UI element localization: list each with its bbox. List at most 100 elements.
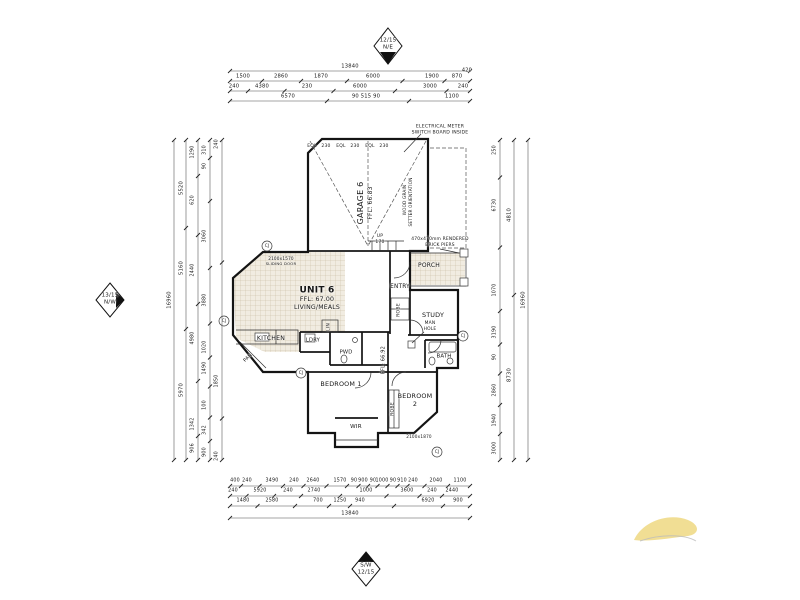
dimension-tick	[326, 503, 332, 509]
dimension-tick	[525, 457, 531, 463]
dimension-tick	[467, 98, 473, 104]
door-swings	[354, 261, 442, 389]
dimension-tick	[467, 515, 473, 521]
dimension-tick	[219, 457, 225, 463]
garage-roof-dashed-lines	[309, 140, 427, 247]
dimension-tick	[344, 483, 350, 489]
dimension-tick	[207, 321, 213, 326]
dimension-tick	[195, 301, 201, 307]
dimension-tick	[227, 503, 233, 509]
dimension-tick	[525, 137, 531, 143]
dimension-tick	[365, 483, 371, 489]
dimension-tick	[219, 137, 225, 143]
dimension-tick	[445, 483, 451, 489]
dimension-tick	[227, 68, 233, 74]
dimension-tick	[511, 457, 517, 463]
eave-dashed-lines	[430, 147, 467, 249]
dimension-tick	[344, 78, 350, 84]
dimension-tick	[331, 88, 336, 94]
dimension-tick	[467, 78, 473, 84]
fixtures	[236, 240, 457, 441]
dimension-tick	[497, 308, 503, 314]
dimension-tick	[385, 483, 390, 489]
dimension-tick	[219, 260, 225, 265]
dimension-tick	[207, 198, 213, 204]
dimension-tick	[207, 355, 213, 360]
dimension-tick	[324, 98, 330, 104]
dimension-tick	[282, 88, 287, 94]
dimension-tick	[405, 483, 410, 489]
dimension-tick	[227, 515, 233, 521]
dimension-tick	[298, 493, 304, 499]
dimension-tick	[183, 225, 189, 231]
dimension-tick	[238, 483, 244, 489]
dimension-tick	[245, 88, 251, 94]
dimension-tick	[467, 493, 473, 499]
tiled-floor-porch	[411, 253, 465, 285]
dimension-tick	[207, 384, 213, 389]
dimension-tick	[442, 78, 447, 84]
brick-pier	[459, 277, 469, 287]
dimension-tick	[244, 493, 249, 499]
dimension-tick	[324, 483, 329, 489]
dimension-tick	[356, 483, 361, 489]
dimension-tick	[183, 326, 189, 332]
dimension-tick	[195, 378, 201, 384]
dimension-tick	[171, 457, 177, 463]
dimension-tick	[227, 78, 233, 84]
dimension-tick	[497, 137, 503, 143]
dimension-tick	[497, 245, 503, 250]
dimension-tick	[467, 483, 473, 489]
control-joint-circles	[218, 240, 469, 458]
brick-pier	[459, 248, 469, 258]
dimension-tick	[292, 503, 298, 509]
dimension-tick	[497, 431, 503, 437]
dimension-tick	[255, 503, 260, 509]
dimension-tick	[406, 98, 412, 104]
dimension-tick	[467, 503, 473, 509]
dimension-tick	[497, 342, 503, 347]
compass-marker-bottom	[351, 551, 381, 587]
dimension-tick	[195, 173, 201, 179]
dimension-tick	[183, 137, 189, 143]
dimension-tick	[183, 457, 189, 463]
dimension-tick	[298, 78, 304, 84]
dimension-tick	[511, 292, 517, 298]
dimension-tick	[227, 493, 233, 499]
dimension-tick	[207, 155, 213, 161]
dimension-tick	[227, 98, 233, 104]
dimension-tick	[227, 88, 233, 94]
outer-walls	[231, 137, 460, 449]
dimension-tick	[497, 402, 503, 408]
dimension-tick	[417, 493, 422, 499]
dimension-tick	[440, 503, 446, 509]
dimension-tick	[195, 433, 201, 439]
dimension-tick	[439, 493, 445, 499]
dimension-tick	[207, 137, 213, 143]
compass-marker-left	[95, 282, 125, 318]
dimension-tick	[497, 175, 503, 180]
dimension-tick	[400, 78, 405, 84]
dimension-tick	[444, 88, 449, 94]
dimension-tick	[422, 483, 427, 489]
dimension-tick	[395, 483, 400, 489]
dimension-tick	[219, 416, 225, 421]
dimension-tick	[497, 371, 503, 376]
dimension-tick	[280, 483, 286, 489]
porch-outline	[410, 252, 467, 287]
dimension-tick	[391, 503, 397, 509]
dimension-tick	[337, 493, 343, 499]
dimension-tick	[195, 232, 201, 238]
dimension-tick	[271, 493, 277, 499]
dimension-tick	[375, 483, 380, 489]
dimension-tick	[257, 483, 262, 489]
dimension-tick	[347, 503, 353, 509]
dimension-tick	[511, 137, 517, 143]
dimension-tick	[392, 88, 398, 94]
dimension-tick	[227, 483, 233, 489]
dimension-tick	[207, 438, 213, 444]
dimension-tick	[195, 457, 201, 463]
dimension-tick	[384, 493, 389, 499]
dimension-tick	[207, 457, 213, 463]
